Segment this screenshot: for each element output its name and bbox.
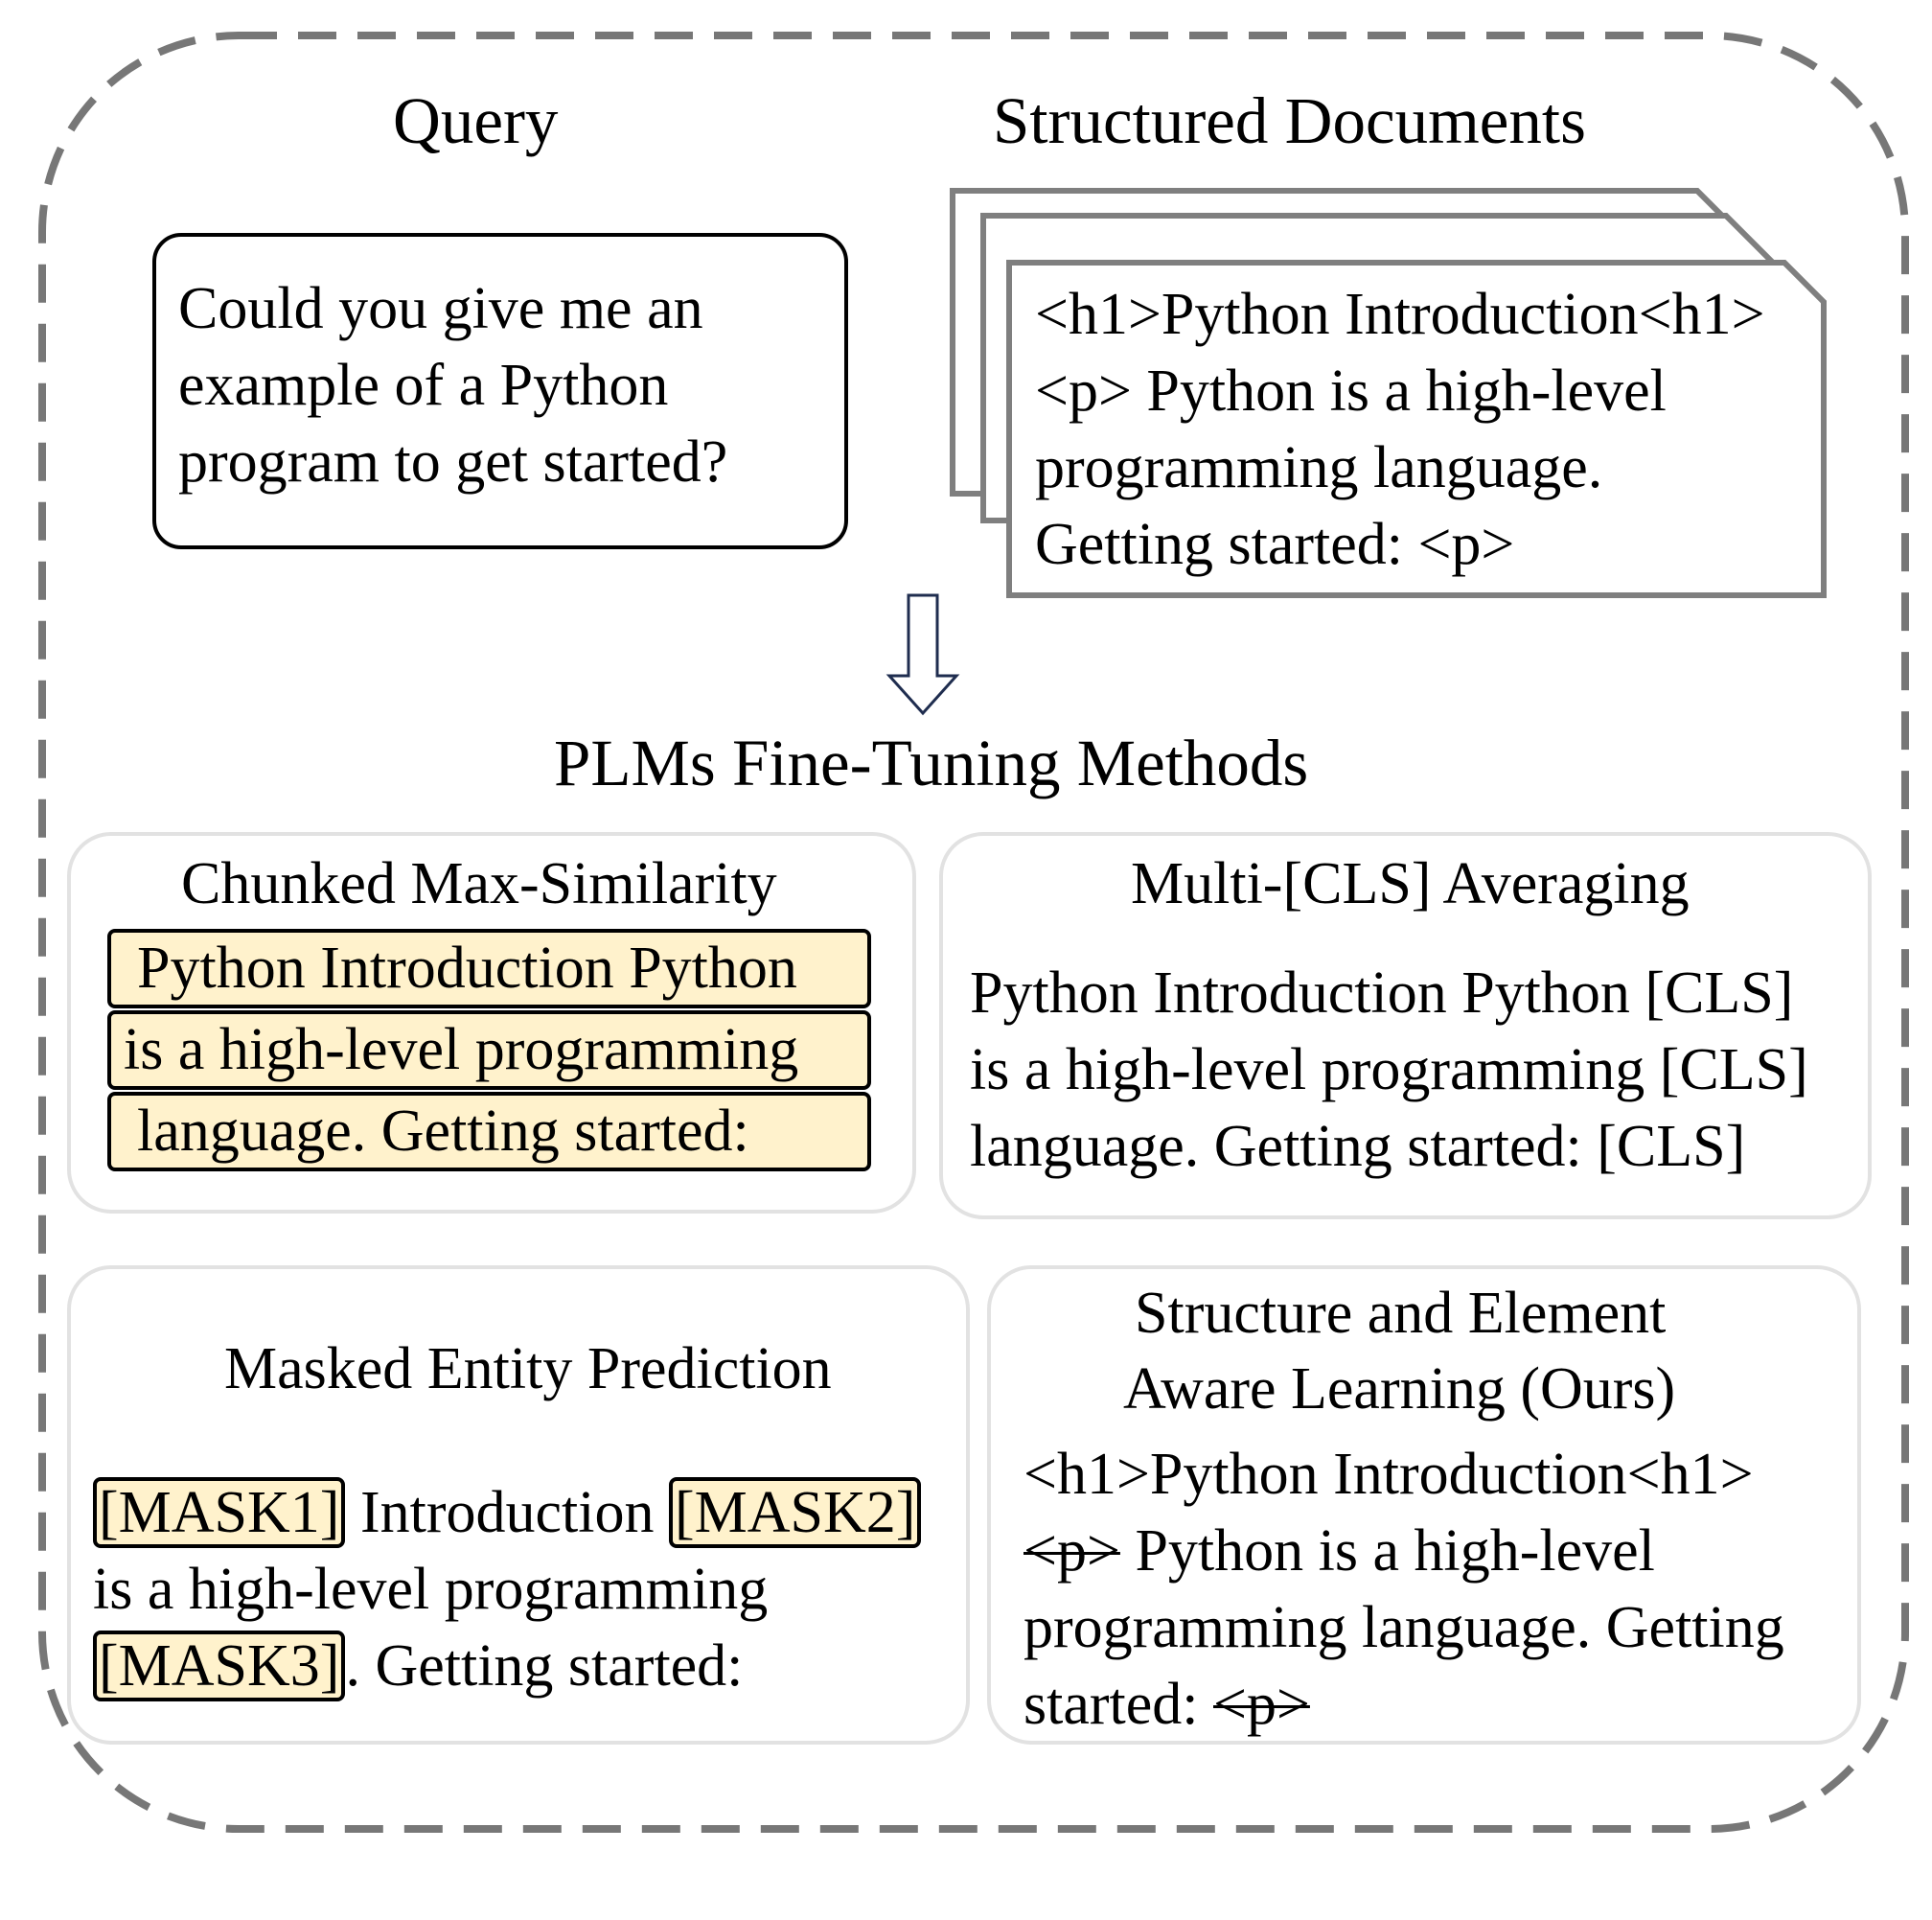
masked-line: [MASK1] Introduction [MASK2] (93, 1474, 922, 1551)
multi-cls-line: Python Introduction Python [CLS] (970, 960, 1794, 1026)
masked-line: is a high-level programming (93, 1557, 769, 1622)
panel-title: Multi-[CLS] Averaging (1131, 851, 1690, 916)
masked-text: [MASK1] Introduction [MASK2] is a high-l… (93, 1474, 922, 1704)
panel-title: Aware Learning (Ours) (1123, 1356, 1676, 1422)
mask-token: [MASK3] (93, 1631, 346, 1701)
panel-title: Structure and Element (1135, 1281, 1667, 1346)
panel-multi-cls-averaging (939, 832, 1872, 1219)
chunk-segment: language. Getting started: (107, 1092, 871, 1171)
query-text: Could you give me an example of a Python… (178, 270, 727, 500)
multi-cls-text: Python Introduction Python [CLS] is a hi… (970, 955, 1808, 1185)
seal-line: <h1>Python Introduction<h1> (1024, 1442, 1754, 1507)
panel-title: Masked Entity Prediction (224, 1336, 832, 1401)
removed-tag: <p> (1024, 1518, 1120, 1584)
documents-heading: Structured Documents (993, 84, 1586, 157)
document-line: <p> Python is a high-level (1035, 359, 1667, 424)
chunk-segment: Python Introduction Python (107, 929, 871, 1008)
query-heading: Query (393, 84, 559, 157)
multi-cls-line: is a high-level programming [CLS] (970, 1037, 1808, 1102)
document-line: programming language. (1035, 435, 1603, 500)
document-text: <h1>Python Introduction<h1> <p> Python i… (1035, 276, 1765, 583)
removed-tag: <p> (1213, 1672, 1310, 1737)
query-line: Could you give me an (178, 276, 703, 341)
seal-line: programming language. Getting (1024, 1595, 1784, 1660)
multi-cls-line: language. Getting started: [CLS] (970, 1114, 1746, 1179)
query-line: example of a Python (178, 353, 669, 418)
panel-title: Chunked Max-Similarity (181, 851, 777, 916)
methods-heading: PLMs Fine-Tuning Methods (554, 727, 1309, 799)
seal-line: started: <p> (1024, 1666, 1784, 1743)
seal-text: <h1>Python Introduction<h1> <p> Python i… (1024, 1436, 1784, 1743)
mask-token: [MASK1] (93, 1477, 346, 1548)
query-box (152, 233, 848, 549)
document-front-outline (1006, 260, 1827, 598)
masked-line: [MASK3]. Getting started: (93, 1628, 921, 1704)
masked-word: Introduction (359, 1480, 655, 1545)
panel-seal-ours (987, 1265, 1861, 1745)
query-line: program to get started? (178, 429, 728, 495)
seal-line: <p> Python is a high-level (1024, 1513, 1784, 1589)
document-line: Getting started: <p> (1035, 512, 1515, 577)
down-arrow (886, 593, 960, 716)
seal-line-rest: Python is a high-level (1119, 1518, 1655, 1584)
seal-line-start: started: (1024, 1672, 1213, 1737)
chunk-segment: is a high-level programming (107, 1010, 871, 1090)
document-line: <h1>Python Introduction<h1> (1035, 282, 1765, 347)
outer-dashed-border (38, 32, 1909, 1833)
masked-tail: . Getting started: (345, 1633, 744, 1699)
mask-token: [MASK2] (668, 1477, 922, 1548)
